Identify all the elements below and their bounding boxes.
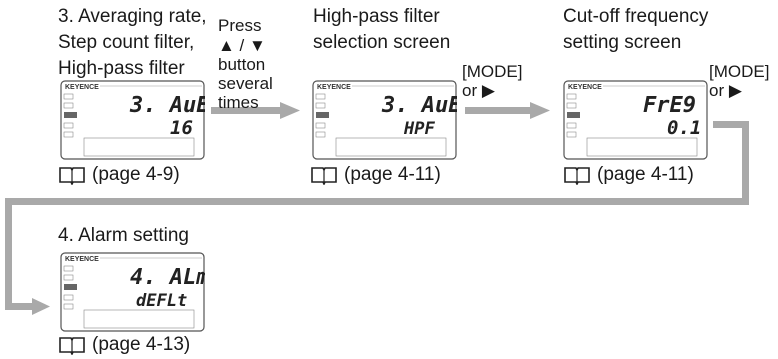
book-icon — [564, 167, 590, 185]
page-ref-4: (page 4-13) — [58, 334, 190, 356]
step4-heading: 4. Alarm setting — [58, 225, 189, 246]
step3-heading-line2: Step count filter, — [58, 32, 195, 53]
step3-heading-line3: High-pass filter — [58, 58, 185, 79]
display-panel-hpf: KEYENCE 3. AuE HPF — [312, 80, 462, 160]
page-ref-label: (page 4-13) — [92, 334, 191, 355]
press-times-word: times — [218, 93, 259, 112]
hpf-heading-line2: selection screen — [313, 32, 451, 53]
panel-brand: KEYENCE — [65, 84, 99, 91]
mode-label-1: [MODE] — [462, 62, 523, 81]
mode-label-2: [MODE] — [709, 62, 770, 81]
display-panel-alarm: KEYENCE 4. ALm dEFLt — [60, 252, 209, 332]
display-panel-averaging: KEYENCE 3. AuE 16 — [60, 80, 210, 160]
panel-line1: FrE9 — [643, 93, 696, 118]
panel-brand: KEYENCE — [568, 84, 602, 91]
loop-arrow — [5, 121, 749, 315]
panel-line1: 4. ALm — [130, 265, 205, 290]
page-ref-3: (page 4-11) — [563, 164, 694, 186]
book-icon — [311, 167, 337, 185]
mode-or-label-2: or ▶ — [709, 81, 742, 100]
hpf-heading-line1: High-pass filter — [313, 6, 440, 27]
panel-line2: dEFLt — [136, 291, 187, 311]
panel-line2: HPF — [403, 119, 435, 139]
mode-or-label-1: or ▶ — [462, 81, 495, 100]
cutoff-heading-line2: setting screen — [563, 32, 682, 53]
press-label: Press — [218, 16, 262, 35]
page-ref-2: (page 4-11) — [310, 164, 441, 186]
page-ref-label: (page 4-11) — [344, 164, 441, 185]
panel-brand: KEYENCE — [65, 256, 99, 263]
arrow-right-icon — [465, 102, 550, 119]
press-buttons-label: ▲ / ▼ — [218, 36, 266, 55]
page-ref-1: (page 4-9) — [58, 164, 180, 186]
page-ref-label: (page 4-11) — [597, 164, 694, 185]
panel-line2: 0.1 — [667, 117, 701, 139]
cutoff-heading-line1: Cut-off frequency — [563, 6, 709, 27]
panel-line2: 16 — [170, 117, 193, 139]
press-button-word: button — [218, 55, 266, 74]
page-ref-label: (page 4-9) — [92, 164, 180, 185]
arrow-right-icon — [211, 102, 300, 119]
panel-brand: KEYENCE — [317, 84, 351, 91]
book-icon — [59, 167, 85, 185]
display-panel-cutoff: KEYENCE FrE9 0.1 — [563, 80, 708, 160]
panel-line1: 3. AuE — [381, 93, 457, 118]
step3-heading-line1: 3. Averaging rate, — [58, 6, 207, 27]
press-several-word: several — [218, 74, 273, 93]
book-icon — [59, 337, 85, 355]
panel-line1: 3. AuE — [129, 93, 205, 118]
